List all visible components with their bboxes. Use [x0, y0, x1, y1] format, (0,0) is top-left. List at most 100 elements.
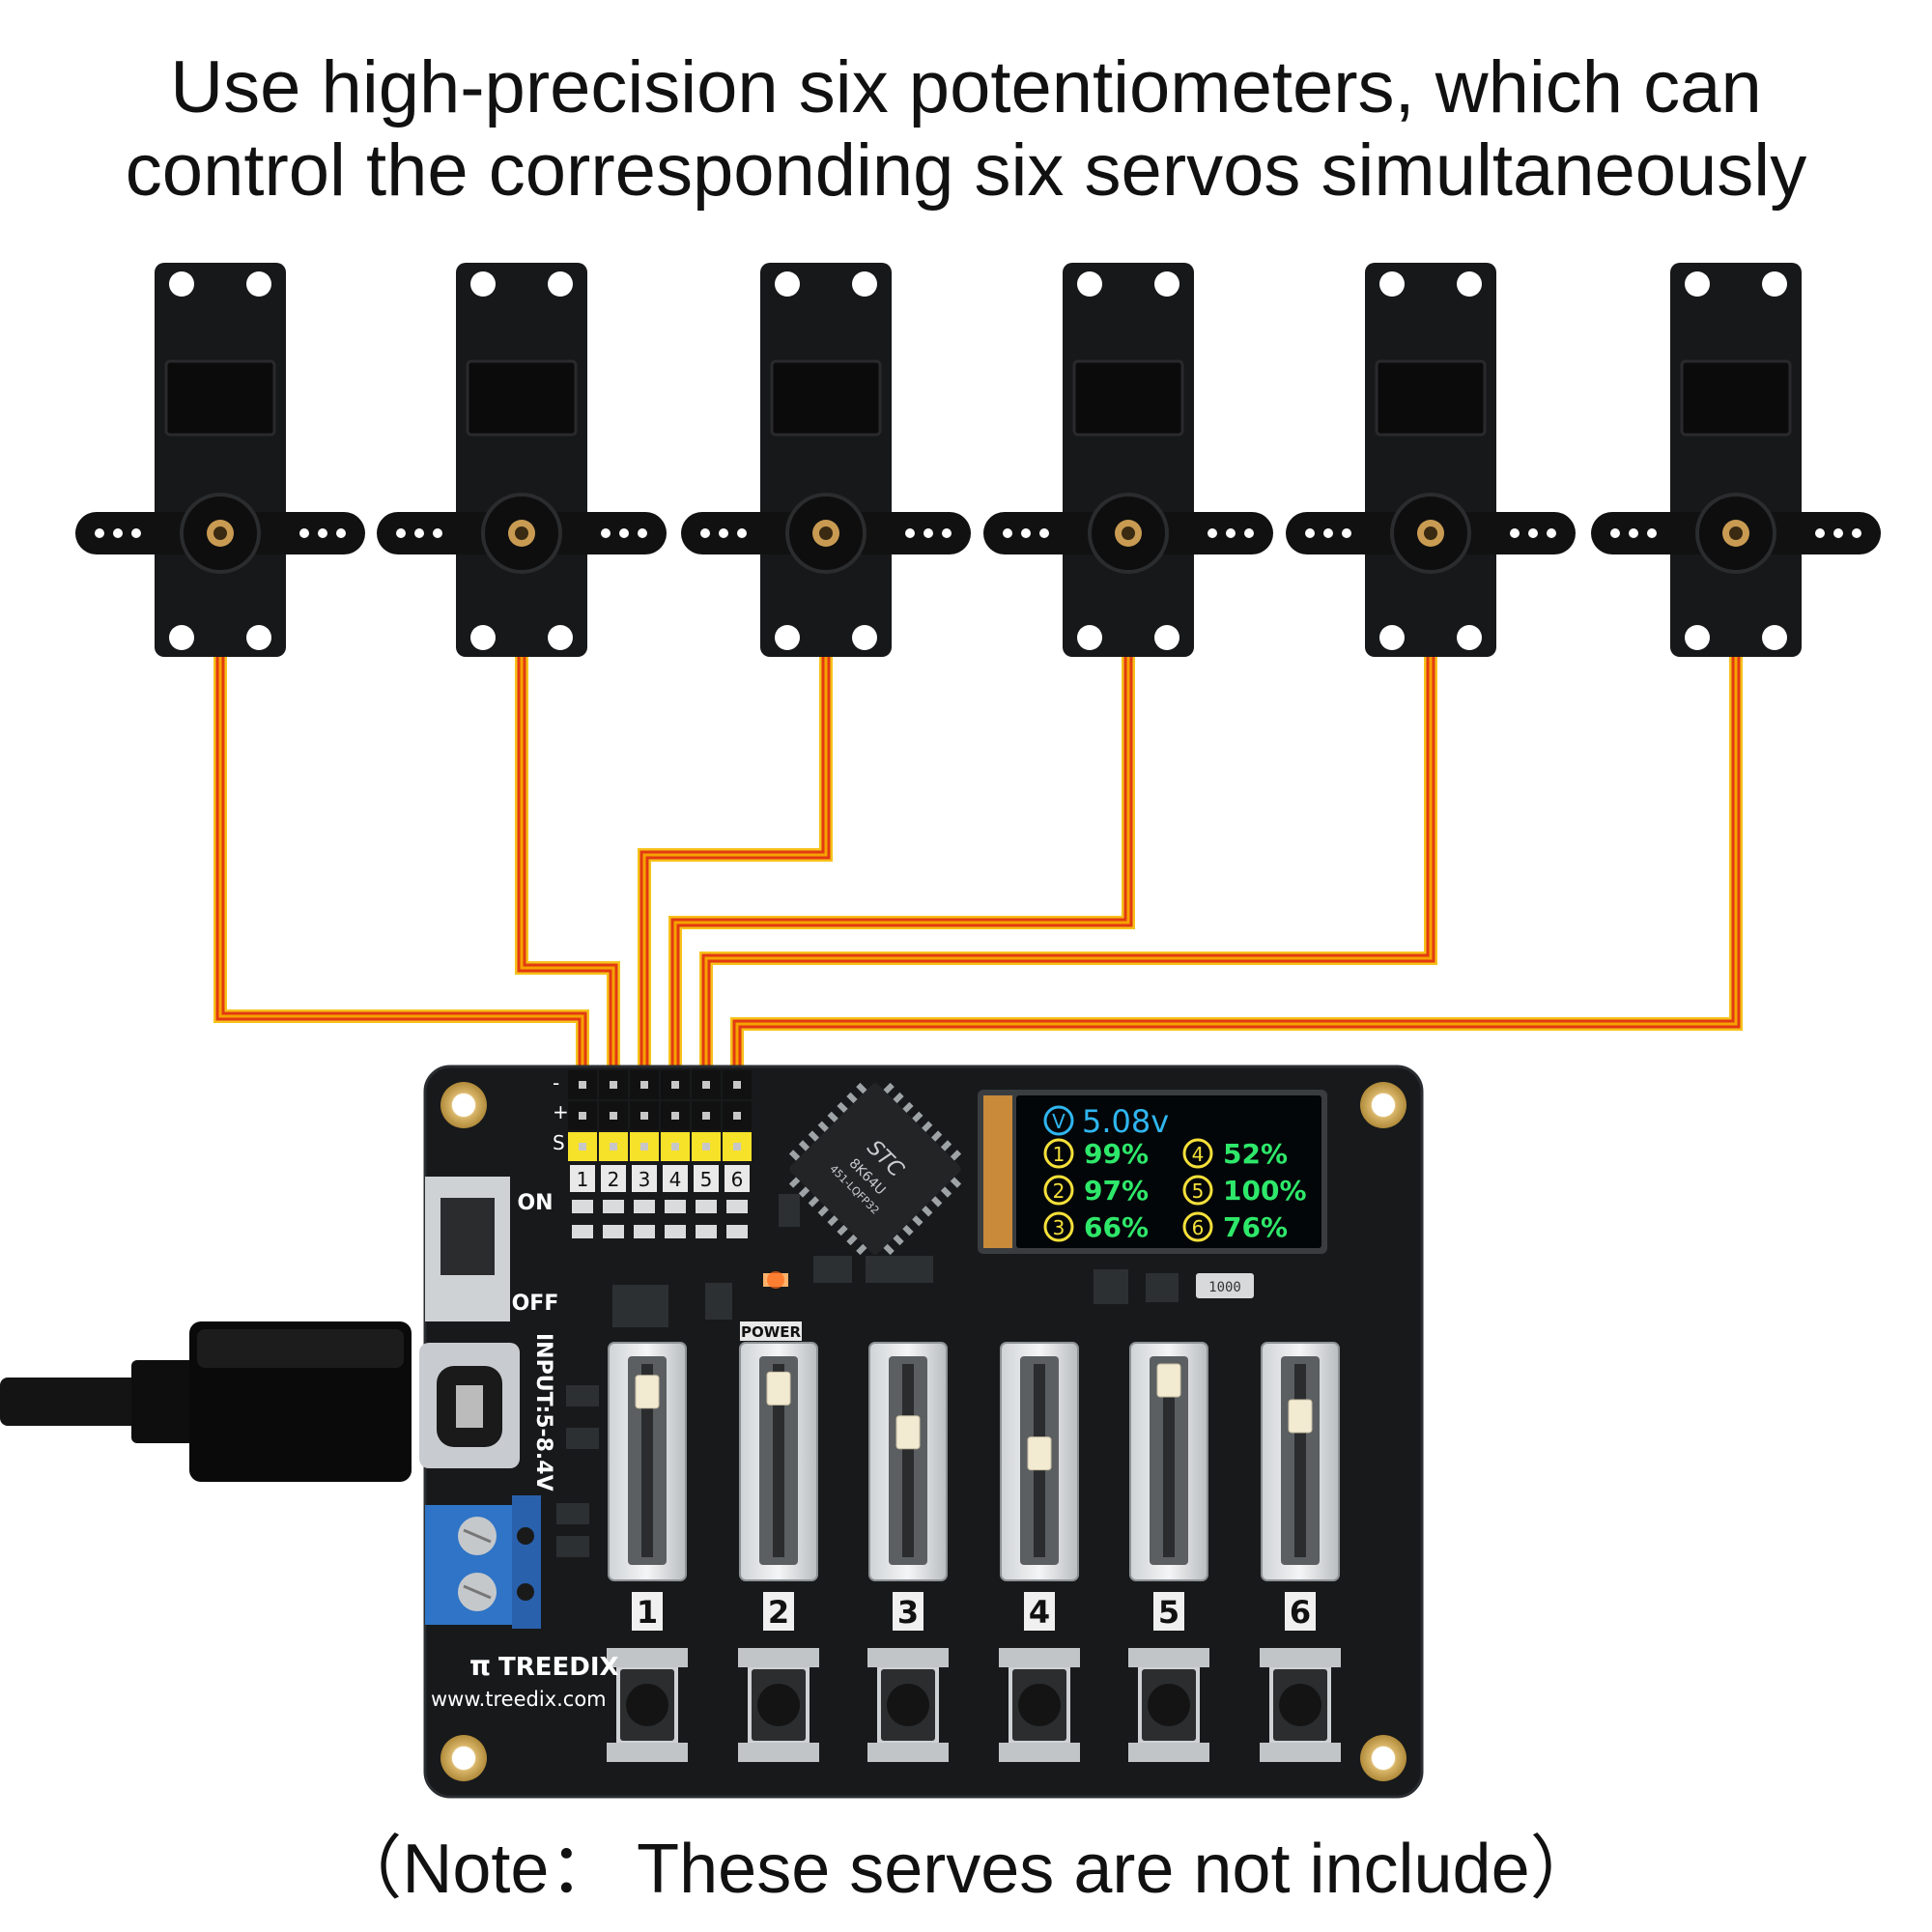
slider-knob-3[interactable]	[895, 1415, 921, 1450]
button-3[interactable]	[867, 1648, 949, 1762]
slider-2[interactable]	[739, 1342, 818, 1581]
brand-mark-icon: π	[469, 1650, 491, 1682]
header-column-5	[692, 1070, 721, 1161]
servo-wire-5	[699, 657, 1437, 1074]
servo-4	[983, 263, 1273, 657]
servo-wire-2	[515, 657, 620, 1074]
mounting-hole-br	[1360, 1735, 1406, 1781]
channel-readout-1: 1 99%	[1043, 1138, 1149, 1170]
smd-input-side	[556, 1385, 599, 1557]
channel-value-1: 99%	[1084, 1138, 1149, 1170]
header-column-4	[661, 1070, 690, 1161]
channel-value-4: 52%	[1223, 1138, 1288, 1170]
slider-3[interactable]	[868, 1342, 948, 1581]
slider-potentiometers	[608, 1342, 1340, 1581]
channel-value-3: 66%	[1084, 1211, 1149, 1243]
header-row-label-plus: +	[553, 1100, 569, 1123]
button-5[interactable]	[1128, 1648, 1209, 1762]
button-4[interactable]	[999, 1648, 1080, 1762]
usb-c-port	[419, 1343, 520, 1468]
header-column-6	[723, 1070, 752, 1161]
switch-off-label: OFF	[512, 1292, 559, 1316]
input-voltage-label: INPUT:5-8.4V	[531, 1333, 555, 1492]
header-number-5: 5	[700, 1168, 713, 1191]
disclaimer-note: （Note： These serves are not include）	[332, 1831, 1600, 1908]
button-1[interactable]	[607, 1648, 688, 1762]
channel-id-4: 4	[1192, 1143, 1205, 1166]
slider-knob-5[interactable]	[1156, 1363, 1181, 1398]
channel-readout-5: 5 100%	[1182, 1175, 1307, 1207]
servo-wires	[213, 657, 1743, 1074]
slider-number-4: 4	[1029, 1594, 1050, 1631]
header-column-1	[568, 1070, 597, 1161]
servo-5	[1286, 263, 1576, 657]
slider-5[interactable]	[1129, 1342, 1208, 1581]
header-number-4: 4	[669, 1168, 682, 1191]
brand-website: www.treedix.com	[431, 1688, 607, 1711]
header-number-2: 2	[608, 1168, 620, 1191]
resistor-code: 1000	[1208, 1280, 1241, 1295]
power-switch[interactable]: ON OFF	[425, 1177, 558, 1321]
slider-6[interactable]	[1261, 1342, 1340, 1581]
slider-knob-6[interactable]	[1288, 1399, 1313, 1434]
slider-knob-4[interactable]	[1027, 1436, 1052, 1471]
servo-3	[681, 263, 971, 657]
mounting-hole-tl	[440, 1082, 487, 1128]
servo-wire-1	[213, 657, 589, 1074]
channel-id-5: 5	[1192, 1179, 1205, 1203]
smd-near-display: 1000	[612, 1194, 1254, 1327]
power-label: POWER	[741, 1323, 802, 1341]
switch-on-label: ON	[517, 1191, 553, 1215]
channel-readout-3: 3 66%	[1043, 1211, 1149, 1243]
channel-id-1: 1	[1053, 1143, 1065, 1166]
brand-logo: π TREEDIX www.treedix.com	[431, 1650, 619, 1711]
channel-value-6: 76%	[1223, 1211, 1288, 1243]
mounting-hole-tr	[1360, 1082, 1406, 1128]
slider-number-6: 6	[1290, 1594, 1311, 1631]
header-row-label-minus: -	[553, 1071, 559, 1094]
slider-knob-2[interactable]	[766, 1371, 791, 1406]
voltage-symbol: V	[1052, 1110, 1065, 1133]
slider-number-1: 1	[637, 1594, 658, 1631]
button-6[interactable]	[1260, 1648, 1341, 1762]
smd-component-rows	[572, 1200, 748, 1238]
brand-name: TREEDIX	[498, 1653, 619, 1682]
servo-2	[377, 263, 667, 657]
header-number-1: 1	[577, 1168, 589, 1191]
servo-wire-4	[668, 657, 1135, 1074]
power-led: POWER	[740, 1271, 802, 1341]
servo-wire-3	[638, 657, 833, 1074]
header-number-3: 3	[639, 1168, 651, 1191]
voltage-value: 5.08v	[1082, 1103, 1169, 1140]
channel-id-2: 2	[1053, 1179, 1065, 1203]
servo-wire-6	[730, 657, 1743, 1074]
slider-knob-1[interactable]	[635, 1375, 660, 1409]
terminal-block	[425, 1495, 541, 1629]
button-2[interactable]	[738, 1648, 819, 1762]
channel-value-2: 97%	[1084, 1175, 1149, 1207]
slider-4[interactable]	[1000, 1342, 1079, 1581]
slider-1[interactable]	[608, 1342, 687, 1581]
mounting-hole-bl	[440, 1735, 487, 1781]
display-module: V 5.08v 1 99% 2 97% 3 66% 4 52% 5 100% 6 76%	[978, 1090, 1327, 1254]
servo-1	[75, 263, 365, 657]
header-column-3	[630, 1070, 659, 1161]
slider-number-2: 2	[768, 1594, 789, 1631]
channel-value-5: 100%	[1223, 1175, 1307, 1207]
voltage-readout: V 5.08v	[1043, 1103, 1169, 1140]
headline-line-1: Use high-precision six potentiometers, w…	[170, 46, 1762, 128]
channel-id-3: 3	[1053, 1216, 1065, 1239]
channel-readout-2: 2 97%	[1043, 1175, 1149, 1207]
header-row-label-signal: S	[553, 1131, 565, 1154]
usb-cable	[0, 1321, 412, 1482]
servo-6	[1591, 263, 1881, 657]
tactile-buttons	[607, 1648, 1341, 1762]
channel-readout-6: 6 76%	[1182, 1211, 1288, 1243]
channel-id-6: 6	[1192, 1216, 1205, 1239]
mcu-chip: STC 8K64U 451-LQFP32	[788, 1082, 962, 1256]
header-number-6: 6	[731, 1168, 744, 1191]
servo-row	[75, 263, 1881, 657]
